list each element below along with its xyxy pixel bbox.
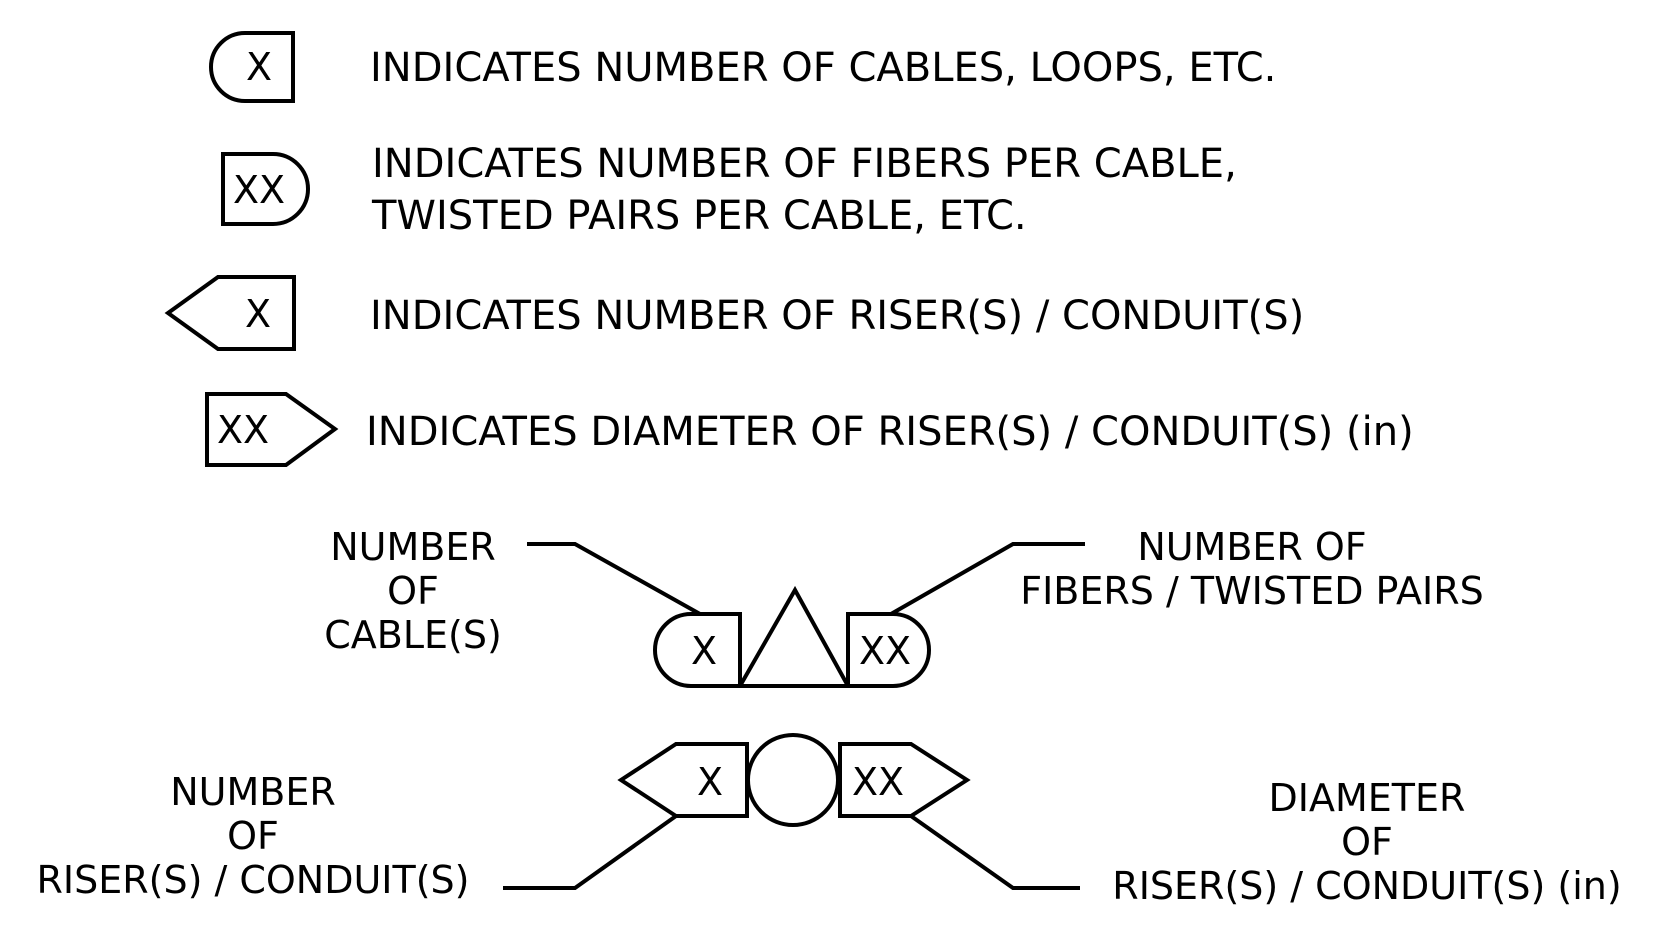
- riser-example-left-leader: [503, 814, 678, 890]
- legend-cables-text: INDICATES NUMBER OF CABLES, LOOPS, ETC.: [370, 45, 1276, 91]
- cable-example-fiber-text: XX: [859, 629, 911, 673]
- legend-row-fibers: XX INDICATES NUMBER OF FIBERS PER CABLE,…: [221, 141, 1237, 239]
- cable-example-right-label-1: NUMBER OF: [1137, 525, 1366, 569]
- riser-example-left-label-2: OF: [227, 814, 279, 858]
- cable-example-count-text: X: [691, 629, 717, 673]
- legend-diameter-text: INDICATES DIAMETER OF RISER(S) / CONDUIT…: [366, 409, 1414, 455]
- legend-fibers-text-line-2: TWISTED PAIRS PER CABLE, ETC.: [371, 193, 1027, 239]
- cable-example-fiber-box: [846, 612, 931, 688]
- cable-count-symbol-text: X: [246, 45, 272, 89]
- riser-example-count-text: X: [697, 760, 723, 804]
- riser-example-left-label-1: NUMBER: [170, 770, 336, 814]
- legend-risers-text: INDICATES NUMBER OF RISER(S) / CONDUIT(S…: [370, 293, 1304, 339]
- fiber-count-symbol: [221, 152, 310, 226]
- legend-fibers-text-line-1: INDICATES NUMBER OF FIBERS PER CABLE,: [372, 141, 1237, 187]
- riser-example-count-box: [617, 742, 749, 818]
- riser-example-diameter-text: XX: [852, 760, 904, 804]
- cable-example-left-leader: [527, 542, 701, 616]
- riser-diameter-symbol: [205, 392, 339, 467]
- riser-example-right-label-3: RISER(S) / CONDUIT(S) (in): [1112, 864, 1621, 908]
- riser-circle-icon: [746, 733, 840, 827]
- legend-row-cables: X INDICATES NUMBER OF CABLES, LOOPS, ETC…: [209, 31, 1276, 103]
- riser-count-symbol-text: X: [245, 292, 271, 336]
- riser-count-symbol: [164, 275, 296, 351]
- cable-triangle-icon: [736, 585, 852, 688]
- riser-diameter-symbol-text: XX: [217, 408, 269, 452]
- riser-example-left-label-3: RISER(S) / CONDUIT(S): [36, 858, 469, 902]
- legend-row-risers: X INDICATES NUMBER OF RISER(S) / CONDUIT…: [164, 275, 1304, 351]
- cable-example-left-label-3: CABLE(S): [324, 613, 502, 657]
- fiber-count-symbol-text: XX: [233, 168, 285, 212]
- cable-example-left-label-1: NUMBER: [330, 525, 496, 569]
- cable-example: X XX NUMBER OF CABLE(S) NUMBER OF FIBERS…: [324, 525, 1484, 688]
- riser-example-right-label-2: OF: [1341, 820, 1393, 864]
- cable-example-right-label-2: FIBERS / TWISTED PAIRS: [1020, 569, 1484, 613]
- riser-example-right-leader: [909, 814, 1080, 890]
- riser-example-diameter-box: [838, 742, 971, 818]
- cable-example-count-box: [653, 612, 742, 688]
- riser-example: X XX NUMBER OF RISER(S) / CONDUIT(S) DIA…: [36, 733, 1622, 908]
- cable-example-left-label-2: OF: [387, 569, 439, 613]
- cable-count-symbol: [209, 31, 295, 103]
- cable-example-right-leader: [890, 542, 1085, 616]
- legend-row-diameter: XX INDICATES DIAMETER OF RISER(S) / COND…: [205, 392, 1414, 467]
- riser-example-right-label-1: DIAMETER: [1269, 776, 1466, 820]
